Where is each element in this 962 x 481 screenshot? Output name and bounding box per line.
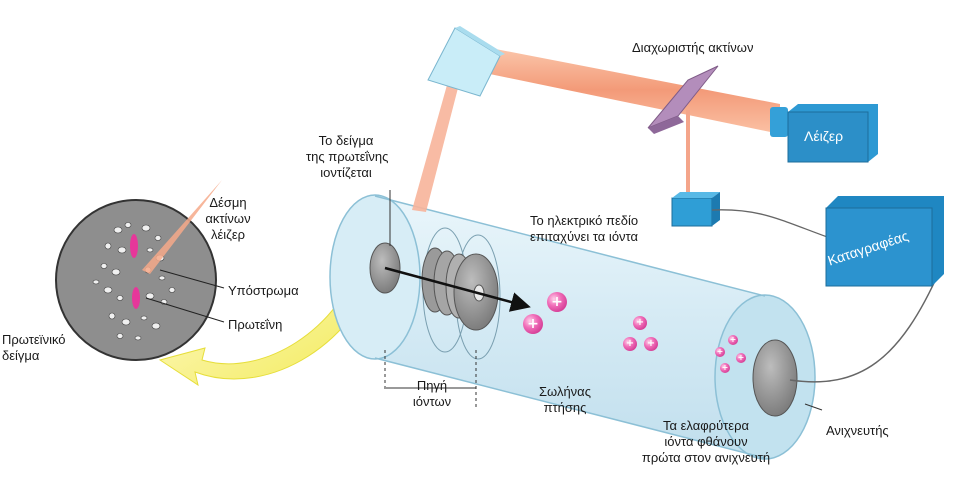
prism xyxy=(427,26,505,97)
ion-plus-sign: + xyxy=(646,338,656,350)
protein-label: Πρωτεΐνη xyxy=(228,317,283,332)
sample-disc xyxy=(55,180,225,361)
beam-splitter-label: Διαχωριστής ακτίνων xyxy=(632,40,754,55)
sensor-box xyxy=(671,192,831,239)
protein-sample-label: Πρωτεϊνικό δείγμα xyxy=(2,332,66,363)
ion-plus-sign: + xyxy=(716,347,724,356)
ion xyxy=(728,335,738,345)
ions xyxy=(523,292,746,373)
sample-ionized-label: Το δείγμα της πρωτεΐνης ιοντίζεται xyxy=(306,133,389,180)
laser-label: Λέιζερ xyxy=(804,128,844,144)
electric-field-label: Το ηλεκτρικό πεδίο επιταχύνει τα ιόντα xyxy=(530,213,639,244)
beam-splitter xyxy=(647,65,719,134)
ion-source-label: Πηγή ιόντων xyxy=(412,378,452,409)
ion xyxy=(523,314,543,334)
ion xyxy=(547,292,567,312)
detector-label: Ανιχνευτής xyxy=(826,423,889,438)
ion xyxy=(720,363,730,373)
ion xyxy=(644,337,658,351)
substrate-crystals xyxy=(92,222,176,341)
flight-tube-label: Σωλήνας πτήσης xyxy=(539,384,591,415)
ion xyxy=(736,353,746,363)
substrate-label: Υπόστρωμα xyxy=(228,283,299,298)
ion-plus-sign: + xyxy=(737,353,745,362)
lighter-ions-label: Τα ελαφρύτερα ιόντα φθάνουν πρώτα στον α… xyxy=(641,418,771,465)
leader-line xyxy=(804,403,823,411)
ion-plus-sign: + xyxy=(635,317,645,329)
laser-beam-cone xyxy=(142,180,222,274)
ion-plus-sign: + xyxy=(625,338,635,350)
recorder-box xyxy=(825,196,944,287)
ion-plus-sign: + xyxy=(729,335,737,344)
laser-beam xyxy=(412,46,788,212)
laser-box xyxy=(787,104,878,163)
ion xyxy=(633,316,647,330)
ion-plus-sign: + xyxy=(551,294,563,310)
protein-spot xyxy=(132,287,140,309)
laser-beam-label: Δέσμη ακτίνων λέιζερ xyxy=(205,195,251,242)
ion xyxy=(715,347,725,357)
detector xyxy=(752,269,941,417)
ion-plus-sign: + xyxy=(721,363,729,372)
acceleration-arrow xyxy=(384,266,531,312)
ion-plus-sign: + xyxy=(527,316,539,332)
ion xyxy=(623,337,637,351)
protein-spot xyxy=(130,234,138,258)
